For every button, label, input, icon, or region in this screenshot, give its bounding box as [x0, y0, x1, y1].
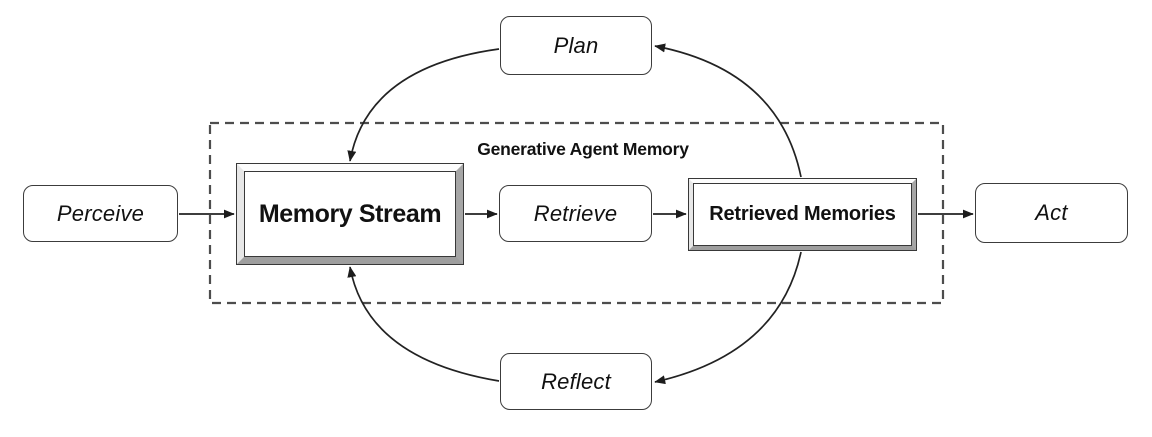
- node-plan: Plan: [500, 16, 652, 75]
- node-act: Act: [975, 183, 1128, 243]
- node-perceive-label: Perceive: [56, 200, 145, 226]
- memory-stream-bevel-frame: Memory Stream: [237, 164, 463, 264]
- node-retrieved-memories: Retrieved Memories: [688, 178, 917, 251]
- node-memory-stream-label: Memory Stream: [244, 171, 456, 257]
- node-plan-label: Plan: [553, 32, 599, 58]
- retrieved-memories-bevel-frame: Retrieved Memories: [689, 179, 916, 250]
- node-retrieve: Retrieve: [499, 185, 652, 242]
- curve-retrieved-memories-to-reflect: [654, 251, 802, 385]
- curve-plan-to-memory-stream: [347, 48, 500, 162]
- node-retrieved-memories-label: Retrieved Memories: [693, 183, 912, 246]
- curve-reflect-to-memory-stream: [347, 266, 500, 382]
- memory-boundary-dashed-box: [208, 121, 945, 305]
- node-reflect: Reflect: [500, 353, 652, 410]
- node-act-label: Act: [1035, 200, 1068, 225]
- node-reflect-label: Reflect: [541, 368, 611, 394]
- curve-retrieved-memories-to-plan: [654, 43, 802, 178]
- memory-boundary-title: Generative Agent Memory: [477, 139, 689, 159]
- node-memory-stream: Memory Stream: [236, 163, 464, 265]
- node-perceive: Perceive: [23, 185, 178, 242]
- node-retrieve-label: Retrieve: [533, 200, 618, 226]
